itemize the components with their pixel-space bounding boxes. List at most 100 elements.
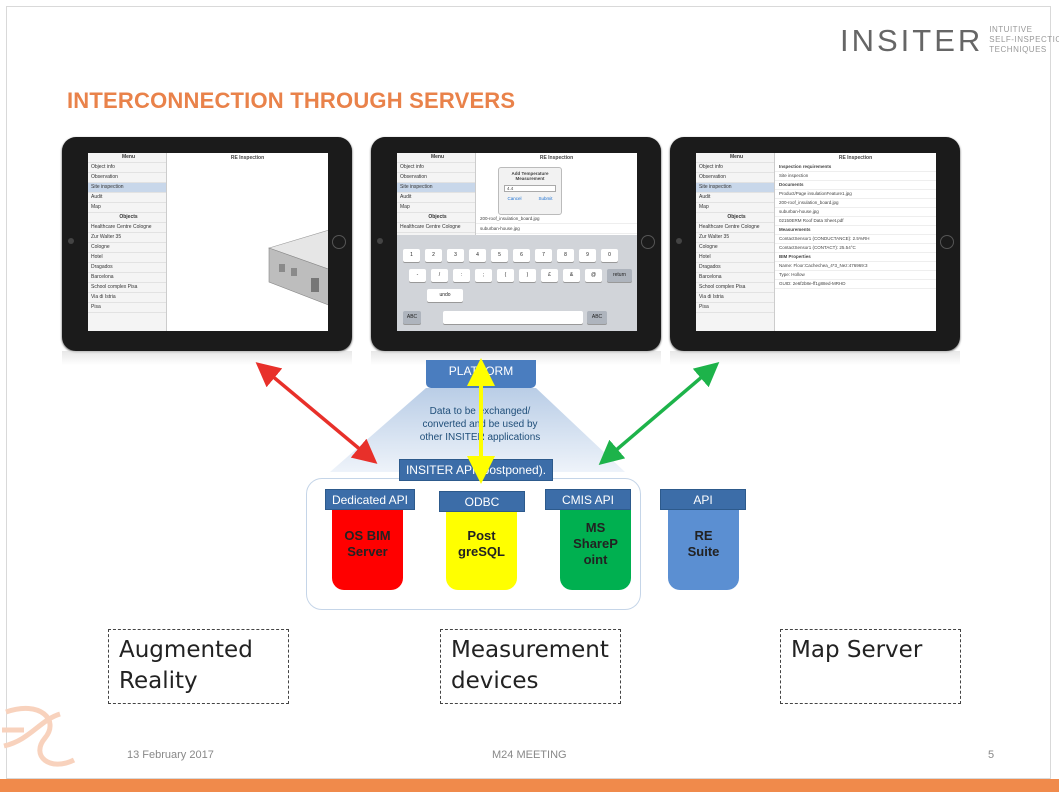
undo-key[interactable]: undo xyxy=(427,289,463,302)
odbc-box: ODBC xyxy=(439,491,525,512)
object-item[interactable]: Hotel xyxy=(88,253,166,263)
camera-dot xyxy=(676,238,682,244)
caption-augmented-reality: Augmented Reality xyxy=(108,629,289,704)
key[interactable]: / xyxy=(431,269,448,282)
object-item[interactable]: Hotel xyxy=(696,253,774,263)
key[interactable]: ; xyxy=(475,269,492,282)
tablet-screen: Menu Object info Observation Site inspec… xyxy=(696,153,936,331)
tablet-ar: Menu Object info Observation Site inspec… xyxy=(62,137,352,351)
home-button xyxy=(940,235,954,249)
server-label: OS BIM xyxy=(344,528,391,543)
detail-row: GUID: 2e6f2b8e-ff1g88ed-MRHD xyxy=(775,280,936,289)
detail-row[interactable]: Product/Page insulationFeature1.jpg xyxy=(775,190,936,199)
caption-map-server: Map Server xyxy=(780,629,961,704)
key[interactable]: 3 xyxy=(447,249,464,262)
object-item: Cologne xyxy=(696,243,774,253)
dedicated-api-box: Dedicated API xyxy=(325,489,415,510)
logo-tagline-line: INTUITIVE xyxy=(989,25,1033,34)
on-screen-keyboard: 1 2 3 4 5 6 7 8 9 0 - / : ; ( ) £ & @ re… xyxy=(397,235,637,331)
key[interactable]: 4 xyxy=(469,249,486,262)
tablet-main: RE Inspection xyxy=(167,153,328,331)
key[interactable]: ( xyxy=(497,269,514,282)
space-key[interactable] xyxy=(443,311,583,324)
document-row[interactable]: suburban-house.jpg xyxy=(476,225,637,234)
tablet-reflection xyxy=(670,351,960,365)
menu-item[interactable]: Audit xyxy=(696,193,774,203)
page-number: 5 xyxy=(988,749,995,761)
server-label: ShareP xyxy=(573,536,618,551)
menu-item-selected[interactable]: Site inspection xyxy=(696,183,774,193)
menu-item[interactable]: Observation xyxy=(397,173,475,183)
menu-item[interactable]: Audit xyxy=(397,193,475,203)
key[interactable]: £ xyxy=(541,269,558,282)
dialog-cancel-button[interactable]: Cancel xyxy=(507,196,522,201)
detail-row[interactable]: 02150ERM Roof Data Sheet.pdf xyxy=(775,217,936,226)
key[interactable]: ) xyxy=(519,269,536,282)
abc-key[interactable]: ABC xyxy=(587,311,607,324)
logo-tagline-line: SELF-INSPECTION xyxy=(989,35,1059,44)
menu-item[interactable]: Audit xyxy=(88,193,166,203)
menu-item[interactable]: Object info xyxy=(696,163,774,173)
menu-item[interactable]: Map xyxy=(397,203,475,213)
menu-item[interactable]: Object info xyxy=(397,163,475,173)
key[interactable]: 2 xyxy=(425,249,442,262)
object-item[interactable]: School complex Pisa xyxy=(696,283,774,293)
detail-row[interactable]: suburban-house.jpg xyxy=(775,208,936,217)
object-item[interactable]: School complex Pisa xyxy=(88,283,166,293)
key[interactable]: 6 xyxy=(513,249,530,262)
tablet-screen: Menu Object info Observation Site inspec… xyxy=(88,153,328,331)
caption-line: Reality xyxy=(119,668,198,694)
objects-label: Objects xyxy=(88,213,166,223)
object-item: Pisa xyxy=(88,303,166,313)
object-item: Pisa xyxy=(696,303,774,313)
menu-item[interactable]: Object info xyxy=(88,163,166,173)
detail-row: Name: Floor:Cachechea_4*3_Nez:476969:3 xyxy=(775,262,936,271)
temperature-input[interactable]: 4.4 xyxy=(504,185,556,192)
detail-row: Inspection requirements xyxy=(775,163,936,172)
footer-meeting: M24 MEETING xyxy=(492,749,567,761)
menu-item[interactable]: Map xyxy=(696,203,774,213)
key[interactable]: 5 xyxy=(491,249,508,262)
key[interactable]: 0 xyxy=(601,249,618,262)
menu-item-selected[interactable]: Site inspection xyxy=(397,183,475,193)
key[interactable]: 8 xyxy=(557,249,574,262)
slide-title: INTERCONNECTION THROUGH SERVERS xyxy=(67,88,516,113)
document-row[interactable]: 200-roof_insulation_board.jpg xyxy=(476,215,637,224)
object-item[interactable]: Healthcare Centre Cologne xyxy=(397,223,475,233)
menu-title: Menu xyxy=(397,153,475,163)
detail-row: ContactSensor1 (CONDUCTANCE): 2.5%RH xyxy=(775,235,936,244)
objects-label: Objects xyxy=(696,213,774,223)
key[interactable]: 1 xyxy=(403,249,420,262)
key[interactable]: & xyxy=(563,269,580,282)
key[interactable]: - xyxy=(409,269,426,282)
server-label: greSQL xyxy=(458,544,505,559)
dialog-submit-button[interactable]: Submit xyxy=(538,196,553,201)
object-item: Barcelona xyxy=(696,273,774,283)
objects-label: Objects xyxy=(397,213,475,223)
object-item[interactable]: Healthcare Centre Cologne xyxy=(88,223,166,233)
logo-wordmark: INSITER xyxy=(840,22,984,58)
tablet-menu: Menu Object info Observation Site inspec… xyxy=(397,153,476,235)
key[interactable]: : xyxy=(453,269,470,282)
key[interactable]: @ xyxy=(585,269,602,282)
key[interactable]: 9 xyxy=(579,249,596,262)
detail-row[interactable]: 200-roof_insulation_board.jpg xyxy=(775,199,936,208)
menu-item[interactable]: Observation xyxy=(88,173,166,183)
detail-row: Site inspection xyxy=(775,172,936,181)
caption-line: Map Server xyxy=(791,637,923,663)
insiter-api-box: INSITER API (postponed). xyxy=(399,459,553,481)
menu-item-selected[interactable]: Site inspection xyxy=(88,183,166,193)
abc-key[interactable]: ABC xyxy=(403,311,421,324)
building-3d-model xyxy=(268,229,328,306)
return-key[interactable]: return xyxy=(607,269,632,282)
menu-item[interactable]: Map xyxy=(88,203,166,213)
tablet-map: Menu Object info Observation Site inspec… xyxy=(670,137,960,351)
screen-header: RE Inspection xyxy=(230,155,265,161)
key[interactable]: 7 xyxy=(535,249,552,262)
object-item[interactable]: Healthcare Centre Cologne xyxy=(696,223,774,233)
caption-line: Measurement xyxy=(451,637,609,663)
server-label: Suite xyxy=(687,544,720,559)
menu-item[interactable]: Observation xyxy=(696,173,774,183)
bottom-accent-bar xyxy=(0,779,1059,792)
server-label: RE xyxy=(694,528,713,543)
